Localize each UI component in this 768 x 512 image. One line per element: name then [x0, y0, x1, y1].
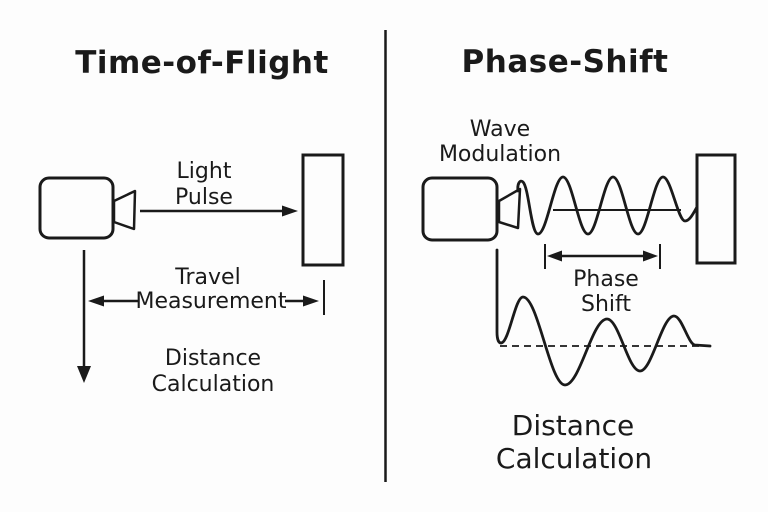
phase-target-plate	[695, 153, 737, 265]
phase-shift-label-line1: Phase	[573, 267, 639, 292]
tof-scanner-icon	[38, 176, 137, 240]
phase-shift-label-line2: Shift	[581, 292, 631, 317]
phase-scanner-icon	[421, 176, 522, 242]
phase-scanner-body	[421, 176, 499, 242]
phase-result-label-line1: Distance	[512, 409, 634, 442]
tof-panel-title: Time-of-Flight	[75, 45, 329, 81]
wave-modulation-label-line1: Wave	[470, 117, 530, 142]
phase-scanner-lens	[497, 187, 522, 230]
tof-result-label-line2: Calculation	[152, 372, 275, 397]
tof-scanner-body	[38, 176, 115, 240]
phase-result-label-line2: Calculation	[496, 442, 652, 475]
tof-target-plate	[301, 153, 345, 267]
light-pulse-arrowhead	[282, 205, 298, 217]
emitted-modulated-wave	[516, 175, 699, 236]
light-pulse-label-line2: Pulse	[175, 185, 233, 210]
travel-arrowhead-right	[303, 295, 319, 307]
phase-shift-arrow	[544, 244, 661, 269]
time-of-flight-panel: Time-of-Flight Light Pulse Trav	[38, 45, 345, 397]
phase-shift-arrowhead-left	[547, 250, 562, 262]
phase-shift-arrowhead-right	[643, 250, 658, 262]
tof-result-label-line1: Distance	[165, 346, 261, 371]
travel-measurement-label-line2: Measurement	[135, 289, 286, 314]
tof-down-arrowhead	[77, 366, 91, 383]
travel-measurement-arrow	[88, 280, 325, 315]
wave-modulation-label-line2: Modulation	[439, 142, 561, 167]
travel-measurement-label-line1: Travel	[174, 265, 240, 290]
light-pulse-label-line1: Light	[177, 159, 232, 184]
tof-distance-down-arrow	[77, 250, 91, 383]
tof-scanner-lens	[112, 189, 137, 231]
received-shifted-wave	[495, 248, 712, 387]
phase-shift-panel: Phase-Shift Wave Modulation	[421, 44, 737, 475]
light-pulse-arrow	[140, 205, 298, 217]
travel-arrowhead-left	[88, 295, 104, 307]
phase-panel-title: Phase-Shift	[462, 44, 669, 80]
